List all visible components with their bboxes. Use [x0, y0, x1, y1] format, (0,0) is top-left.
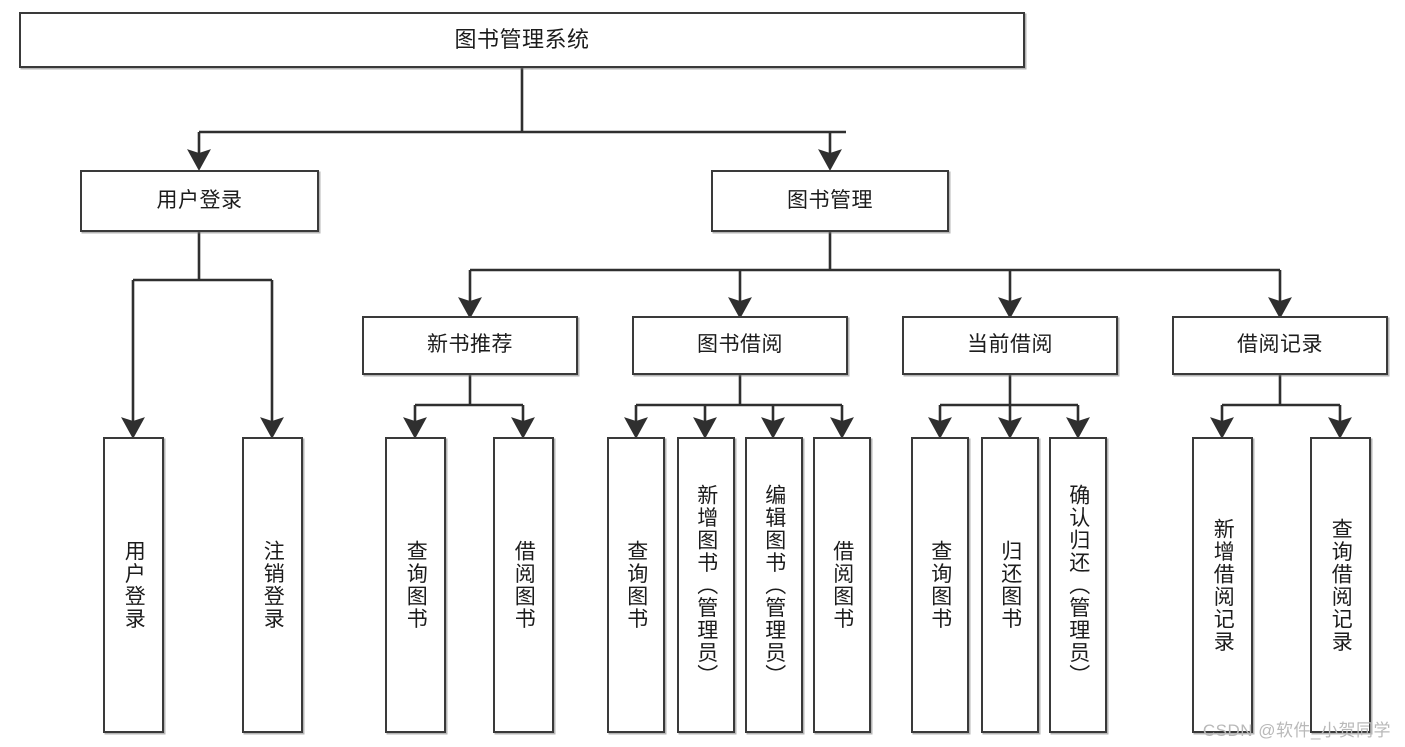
- node-leaf-query-book-2[interactable]: 查询图书: [607, 437, 665, 733]
- node-leaf-query-book-1-label: 查询图书: [404, 540, 428, 630]
- node-leaf-user-login[interactable]: 用户登录: [103, 437, 164, 733]
- node-user-login[interactable]: 用户登录: [80, 170, 319, 232]
- node-root-label: 图书管理系统: [454, 27, 590, 53]
- node-leaf-borrow-book-1[interactable]: 借阅图书: [493, 437, 554, 733]
- node-leaf-query-book-3[interactable]: 查询图书: [911, 437, 969, 733]
- node-leaf-query-record[interactable]: 查询借阅记录: [1310, 437, 1371, 733]
- node-leaf-return-book-label: 归还图书: [998, 540, 1022, 630]
- node-current-borrow-label: 当前借阅: [967, 333, 1053, 357]
- node-leaf-borrow-book-2-label: 借阅图书: [830, 540, 854, 630]
- node-leaf-add-record-label: 新增借阅记录: [1211, 517, 1235, 653]
- node-user-login-label: 用户登录: [156, 188, 243, 212]
- node-leaf-logout-label: 注销登录: [261, 540, 285, 630]
- node-leaf-edit-book-label: 编辑图书（管理员）: [762, 483, 786, 687]
- node-leaf-confirm-return-label: 确认归还（管理员）: [1066, 483, 1090, 687]
- node-leaf-query-record-label: 查询借阅记录: [1329, 517, 1353, 653]
- node-current-borrow[interactable]: 当前借阅: [902, 316, 1118, 375]
- node-leaf-user-login-label: 用户登录: [122, 540, 146, 630]
- node-book-manage-label: 图书管理: [787, 188, 873, 212]
- watermark-text: CSDN @软件_小贺同学: [1202, 721, 1391, 740]
- node-book-manage[interactable]: 图书管理: [711, 170, 949, 232]
- node-leaf-query-book-3-label: 查询图书: [928, 540, 952, 630]
- node-leaf-confirm-return[interactable]: 确认归还（管理员）: [1049, 437, 1107, 733]
- node-leaf-add-book[interactable]: 新增图书（管理员）: [677, 437, 735, 733]
- node-leaf-add-record[interactable]: 新增借阅记录: [1192, 437, 1253, 733]
- node-leaf-edit-book[interactable]: 编辑图书（管理员）: [745, 437, 803, 733]
- node-leaf-query-book-2-label: 查询图书: [624, 540, 648, 630]
- node-book-borrow[interactable]: 图书借阅: [632, 316, 848, 375]
- node-leaf-add-book-label: 新增图书（管理员）: [694, 483, 718, 687]
- node-new-book-rec[interactable]: 新书推荐: [362, 316, 578, 375]
- node-borrow-record[interactable]: 借阅记录: [1172, 316, 1388, 375]
- node-borrow-record-label: 借阅记录: [1237, 333, 1323, 357]
- node-root[interactable]: 图书管理系统: [19, 12, 1025, 68]
- node-leaf-logout[interactable]: 注销登录: [242, 437, 303, 733]
- node-leaf-borrow-book-1-label: 借阅图书: [512, 540, 536, 630]
- node-leaf-borrow-book-2[interactable]: 借阅图书: [813, 437, 871, 733]
- node-leaf-query-book-1[interactable]: 查询图书: [385, 437, 446, 733]
- node-book-borrow-label: 图书借阅: [697, 333, 783, 357]
- node-leaf-return-book[interactable]: 归还图书: [981, 437, 1039, 733]
- node-new-book-rec-label: 新书推荐: [427, 333, 513, 357]
